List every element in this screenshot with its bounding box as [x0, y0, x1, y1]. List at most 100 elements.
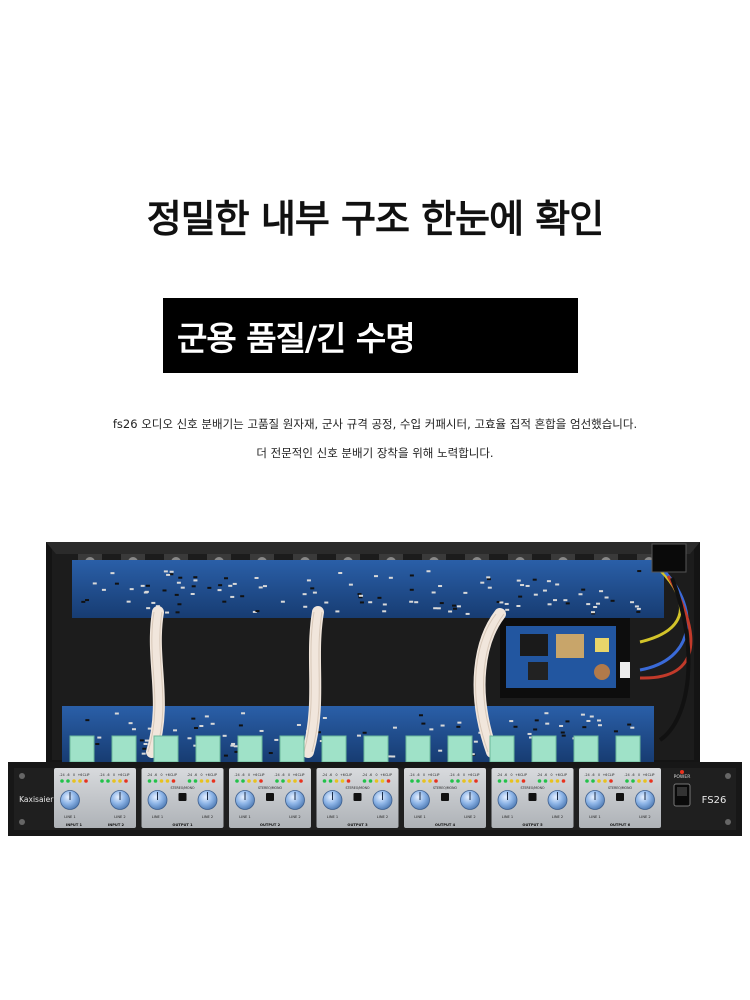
led-label: +6	[78, 773, 83, 777]
brand-logo: Kaxisaier®	[19, 795, 61, 804]
led-label: CLIP	[298, 773, 305, 777]
knob-label: LINE 1	[64, 815, 75, 819]
level-led	[521, 779, 526, 783]
level-led	[380, 779, 385, 783]
level-led	[543, 779, 548, 783]
level-led	[456, 779, 460, 783]
level-led	[100, 779, 104, 783]
led-label: -24	[449, 773, 454, 777]
level-led	[643, 779, 647, 783]
level-led	[275, 779, 279, 783]
level-led	[515, 779, 520, 783]
led-label: CLIP	[560, 773, 567, 777]
led-label: -24	[584, 773, 589, 777]
led-label: -24	[322, 773, 327, 777]
knob-label: LINE 1	[589, 815, 600, 819]
knob-label: LINE 1	[502, 815, 513, 819]
led-label: CLIP	[258, 773, 265, 777]
badge-text: 군용 품질/긴 수명	[177, 319, 416, 358]
ribbon-cables	[146, 606, 506, 758]
level-led	[147, 779, 152, 783]
level-led	[603, 779, 607, 783]
mode-label: STEREO/MONO	[346, 786, 370, 790]
description-line-2: 더 전문적인 신호 분배기 장착을 위해 노력합니다.	[256, 446, 494, 460]
led-label: 0	[335, 773, 337, 777]
level-led	[410, 779, 414, 783]
mode-label: STEREO/MONO	[608, 786, 632, 790]
knob-label: LINE 1	[414, 815, 425, 819]
led-label: 0	[375, 773, 377, 777]
led-label: +6	[118, 773, 123, 777]
mode-label: STEREO/MONO	[433, 786, 457, 790]
level-led	[637, 779, 641, 783]
level-led	[66, 779, 70, 783]
terminal-block	[321, 735, 347, 763]
led-label: +6	[293, 773, 298, 777]
level-led	[235, 779, 239, 783]
mode-button[interactable]	[616, 793, 624, 801]
power-supply-board	[500, 618, 630, 698]
led-label: +6	[643, 773, 648, 777]
led-label: -24	[274, 773, 279, 777]
led-label: -6	[329, 773, 332, 777]
led-label: +6	[205, 773, 210, 777]
knob-label: LINE 2	[552, 815, 563, 819]
mode-button[interactable]	[441, 793, 449, 801]
knob-label: LINE 2	[202, 815, 213, 819]
led-label: +6	[428, 773, 433, 777]
terminal-block	[237, 735, 263, 763]
mode-button[interactable]	[178, 793, 187, 801]
terminal-block	[279, 735, 305, 763]
top-pcb	[72, 560, 664, 618]
level-led	[462, 779, 466, 783]
level-led	[631, 779, 635, 783]
level-led	[187, 779, 192, 783]
level-led	[159, 779, 164, 783]
level-led	[72, 779, 76, 783]
led-label: -6	[369, 773, 372, 777]
mode-button[interactable]	[266, 793, 274, 801]
level-led	[428, 779, 432, 783]
mode-button[interactable]	[353, 793, 362, 801]
level-led	[468, 779, 472, 783]
led-label: -6	[456, 773, 459, 777]
level-led	[346, 779, 351, 783]
led-label: +6	[340, 773, 345, 777]
led-label: -24	[147, 773, 152, 777]
level-led	[368, 779, 373, 783]
level-led	[124, 779, 128, 783]
led-label: -6	[106, 773, 109, 777]
level-led	[561, 779, 566, 783]
led-label: CLIP	[433, 773, 440, 777]
description-line-1: fs26 오디오 신호 분배기는 고품질 원자재, 군사 규격 공정, 수입 커…	[112, 417, 638, 431]
led-label: 0	[160, 773, 162, 777]
level-led	[106, 779, 110, 783]
level-led	[585, 779, 589, 783]
led-label: -6	[241, 773, 244, 777]
led-label: 0	[510, 773, 512, 777]
terminal-block	[447, 735, 473, 763]
level-led	[422, 779, 426, 783]
led-label: CLIP	[385, 773, 392, 777]
led-label: -24	[59, 773, 64, 777]
led-label: -6	[281, 773, 284, 777]
led-label: 0	[423, 773, 425, 777]
level-led	[649, 779, 653, 783]
mode-button[interactable]	[528, 793, 537, 801]
section-label: INPUT 1	[66, 823, 83, 827]
level-led	[253, 779, 257, 783]
knob-label: LINE 1	[239, 815, 250, 819]
led-label: -6	[504, 773, 507, 777]
led-label: +6	[603, 773, 608, 777]
knob-label: LINE 2	[377, 815, 388, 819]
level-led	[537, 779, 542, 783]
level-led	[199, 779, 204, 783]
level-led	[416, 779, 420, 783]
knob-label: LINE 1	[327, 815, 338, 819]
led-label: -24	[409, 773, 414, 777]
led-label: CLIP	[83, 773, 90, 777]
led-label: -6	[631, 773, 634, 777]
terminal-block	[405, 735, 431, 763]
terminal-block	[69, 735, 95, 763]
